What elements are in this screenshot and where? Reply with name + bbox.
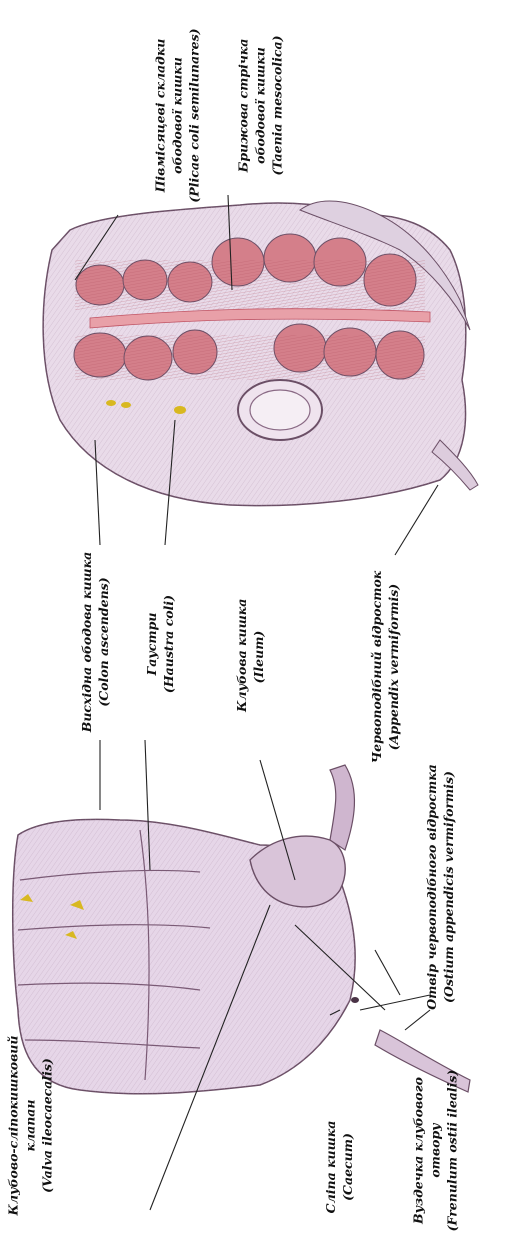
label-frenulum: Вуздечка клубового отвору (Frenulum osti… [410,1066,461,1236]
label-colon-ascendens: Висхідна ободова кишка (Colon ascendens) [78,542,112,742]
colon-illustration [43,201,478,506]
label-appendix: Червоподібний відросток (Appendix vermif… [368,562,402,772]
ileal-opening [238,380,322,440]
ileum-tube [330,765,354,850]
label-ostium: Отвір червоподібного відростка (Ostium a… [423,762,457,1012]
label-valva: Клубово-сліпокишковий клапан (Valva ileo… [5,1026,56,1226]
label-caecum: Сліпа кишка (Caecum) [322,1112,356,1222]
label-taenia: Брижова стрічка ободової кишки (Taenia m… [235,6,286,206]
label-plicae: Півмісяцеві складки ободової кишки (Plic… [152,1,203,231]
appendix-opening [351,997,359,1003]
label-haustra: Гаустри (Haustra coli) [143,584,177,704]
caecum-illustration [13,765,470,1094]
label-ileum: Клубова кишка (Ileum) [233,602,267,712]
